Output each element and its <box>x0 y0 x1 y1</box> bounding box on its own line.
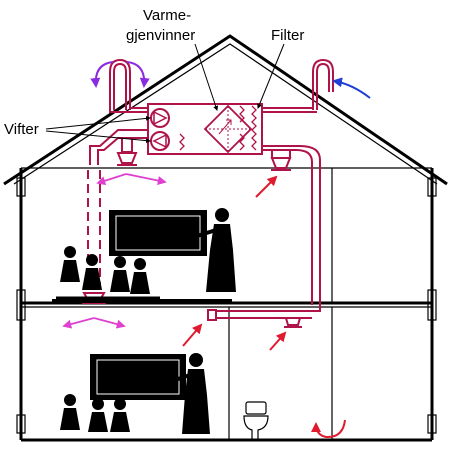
label-filter: Filter <box>257 27 304 109</box>
student-icon <box>56 246 160 300</box>
blackboard-icon <box>109 210 207 256</box>
teacher-icon <box>171 353 210 434</box>
label-fans-text: Vifter <box>4 121 39 138</box>
extract-arrows <box>62 173 167 329</box>
fan-icon <box>150 131 170 151</box>
supply-arrows <box>182 175 346 439</box>
toilet-icon <box>243 401 269 441</box>
filter-icon <box>179 105 257 151</box>
label-heat-recovery: Varme- gjenvinner <box>126 7 219 111</box>
intake-arrow <box>332 77 371 99</box>
upper-floor-slab <box>52 299 232 303</box>
exhaust-arrows <box>90 61 150 88</box>
blackboard-icon <box>90 354 186 400</box>
student-icon <box>60 394 130 432</box>
duct-system <box>87 58 334 319</box>
label-heat-recovery-line1: Varme- <box>143 7 191 24</box>
label-fans: Vifter <box>4 115 151 144</box>
heat-exchanger-icon <box>203 104 253 154</box>
fan-icon <box>150 108 170 128</box>
label-filter-text: Filter <box>271 27 304 44</box>
teacher-icon <box>196 208 236 292</box>
label-heat-recovery-line2: gjenvinner <box>126 27 195 44</box>
ventilation-unit <box>147 103 263 155</box>
